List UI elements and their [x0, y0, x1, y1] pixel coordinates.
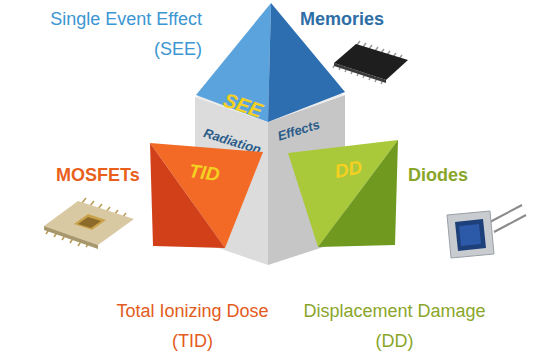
effect-label: Displacement Damage (DD) — [292, 296, 497, 356]
shape-face — [318, 140, 398, 247]
device-label: Memories — [300, 4, 420, 34]
shape-face — [150, 143, 225, 248]
shape-face — [288, 140, 398, 247]
dd-pyramid-outline — [283, 135, 403, 253]
diode-package — [447, 205, 526, 258]
device-label: MOSFETs — [56, 160, 166, 190]
mosfet-package — [44, 198, 134, 249]
effect-label: Total Ionizing Dose (TID) — [100, 296, 285, 356]
shape-text: TID — [187, 160, 220, 186]
tid-pyramid-outline — [145, 138, 270, 253]
device-label: Diodes — [408, 160, 508, 190]
tid-pyramid: TID — [145, 138, 270, 253]
shape-face — [150, 143, 263, 248]
dd-pyramid: DD — [283, 135, 403, 253]
shape-face — [196, 3, 271, 122]
effect-label: Single Event Effect (SEE) — [22, 4, 202, 64]
memory-chip — [333, 41, 408, 84]
shape-text: DD — [333, 156, 364, 182]
